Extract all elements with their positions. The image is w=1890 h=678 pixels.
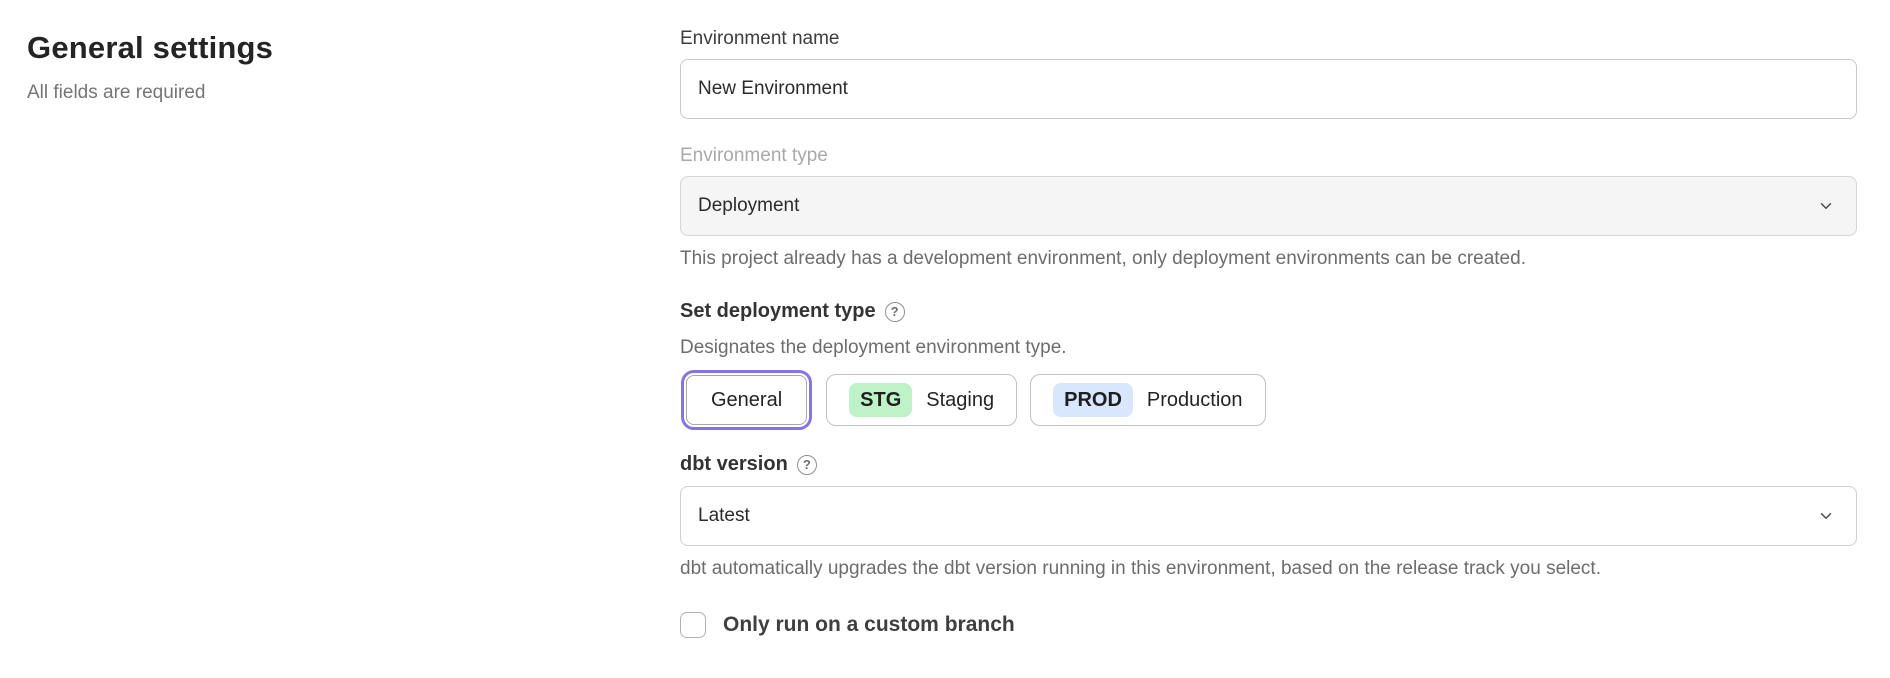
deployment-type-options: General STG Staging PROD Production	[680, 369, 1857, 431]
environment-name-label: Environment name	[680, 28, 840, 49]
dbt-version-value: Latest	[698, 505, 750, 526]
settings-form: Environment name Environment type Deploy…	[680, 0, 1890, 638]
deployment-type-title: Set deployment type	[680, 300, 876, 322]
custom-branch-label: Only run on a custom branch	[723, 613, 1015, 636]
environment-type-helper: This project already has a development e…	[680, 248, 1526, 269]
option-label: General	[711, 388, 783, 411]
custom-branch-row: Only run on a custom branch	[680, 612, 1857, 638]
section-intro: General settings All fields are required	[0, 0, 680, 638]
deployment-type-description: Designates the deployment environment ty…	[680, 337, 1067, 358]
deployment-type-option-production[interactable]: PROD Production	[1030, 374, 1266, 426]
deployment-type-option-staging[interactable]: STG Staging	[826, 374, 1018, 426]
option-label: Staging	[926, 388, 995, 411]
deployment-type-option-general[interactable]: General	[680, 369, 813, 431]
dbt-version-helper: dbt automatically upgrades the dbt versi…	[680, 558, 1601, 579]
help-icon[interactable]: ?	[796, 454, 817, 475]
chevron-down-icon	[1817, 507, 1835, 525]
staging-badge: STG	[849, 383, 913, 417]
dbt-version-title: dbt version	[680, 453, 788, 475]
chevron-down-icon	[1817, 197, 1835, 215]
option-label: Production	[1146, 388, 1243, 411]
environment-type-label: Environment type	[680, 145, 828, 166]
dbt-version-select[interactable]: Latest	[680, 486, 1857, 546]
help-icon[interactable]: ?	[884, 301, 905, 322]
page-subtitle: All fields are required	[27, 82, 206, 103]
custom-branch-checkbox[interactable]	[680, 612, 706, 638]
environment-name-input[interactable]	[680, 59, 1857, 119]
page-title: General settings	[27, 30, 274, 65]
production-badge: PROD	[1053, 383, 1133, 417]
environment-type-select: Deployment	[680, 176, 1857, 236]
environment-type-value: Deployment	[698, 195, 800, 216]
general-settings-page: General settings All fields are required…	[0, 0, 1890, 638]
